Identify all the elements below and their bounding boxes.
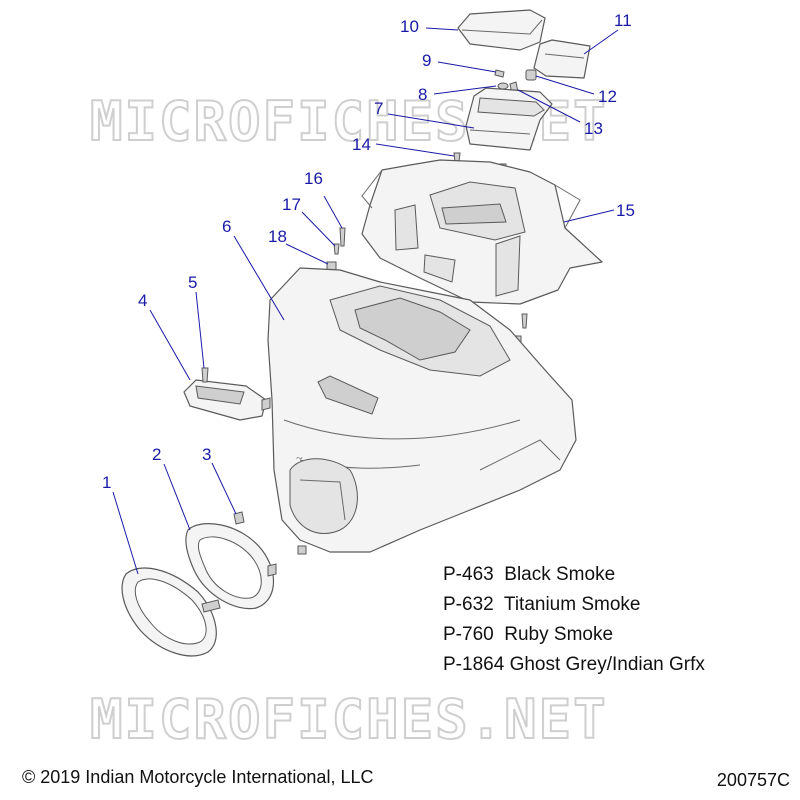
callout-3: 3 xyxy=(202,445,211,464)
fairing-logo: ~ xyxy=(296,451,303,465)
callout-10: 10 xyxy=(400,17,419,36)
paint-code-row: P-463 Black Smoke xyxy=(443,564,615,586)
paint-code: P-760 xyxy=(443,624,494,645)
part-1-headlight-ring xyxy=(121,567,221,657)
callout-7: 7 xyxy=(374,99,383,118)
callout-14: 14 xyxy=(352,135,371,154)
callout-13: 13 xyxy=(584,119,603,138)
paint-code: P-632 xyxy=(443,594,494,615)
drawing-number: 200757C xyxy=(716,770,790,790)
part-10-lid xyxy=(457,9,546,51)
part-17-screw xyxy=(333,243,340,255)
callout-4: 4 xyxy=(138,291,147,310)
part-2-bezel xyxy=(185,523,277,610)
part-8-grommet xyxy=(497,82,509,90)
part-11-lens xyxy=(533,39,591,79)
callout-9: 9 xyxy=(422,51,431,70)
part-15-inner-fairing xyxy=(361,159,603,305)
callout-5: 5 xyxy=(188,273,197,292)
part-4-vent xyxy=(183,379,271,421)
paint-name: Ruby Smoke xyxy=(504,624,614,645)
part-6-outer-fairing: ~ xyxy=(267,267,577,553)
callout-15: 15 xyxy=(616,201,635,220)
part-12-clip xyxy=(525,69,537,81)
callout-1: 1 xyxy=(102,473,111,492)
part-7-tray xyxy=(465,87,553,151)
paint-code: P-1864 xyxy=(443,654,505,675)
paint-name: Titanium Smoke xyxy=(503,594,641,615)
callout-8: 8 xyxy=(418,85,427,104)
paint-name: Ghost Grey/Indian Grfx xyxy=(509,654,705,675)
part-9-screw xyxy=(494,69,505,78)
part-3-grommet xyxy=(233,511,245,525)
part-5-screw xyxy=(201,367,209,383)
paint-code-row: P-1864 Ghost Grey/Indian Grfx xyxy=(443,654,705,676)
callout-6: 6 xyxy=(222,217,231,236)
part-16-screw xyxy=(339,227,346,247)
callout-17: 17 xyxy=(282,195,301,214)
paint-name: Black Smoke xyxy=(504,564,616,585)
copyright-notice: © 2019 Indian Motorcycle International, … xyxy=(22,767,374,787)
callout-16: 16 xyxy=(304,169,323,188)
callout-2: 2 xyxy=(152,445,161,464)
paint-code: P-463 xyxy=(443,564,494,585)
paint-code-row: P-760 Ruby Smoke xyxy=(443,624,613,646)
callout-11: 11 xyxy=(614,11,632,30)
callout-labels: 1 2 3 4 5 6 7 8 9 10 11 12 13 14 15 16 1… xyxy=(102,11,635,492)
part-18-nut xyxy=(326,261,337,271)
callout-18: 18 xyxy=(268,227,287,246)
leader-lines xyxy=(112,27,619,575)
callout-12: 12 xyxy=(598,87,617,106)
paint-code-row: P-632 Titanium Smoke xyxy=(443,594,640,616)
watermark-bottom: MICROFICHES.NET xyxy=(90,688,608,751)
fastener-bottom xyxy=(297,545,307,555)
